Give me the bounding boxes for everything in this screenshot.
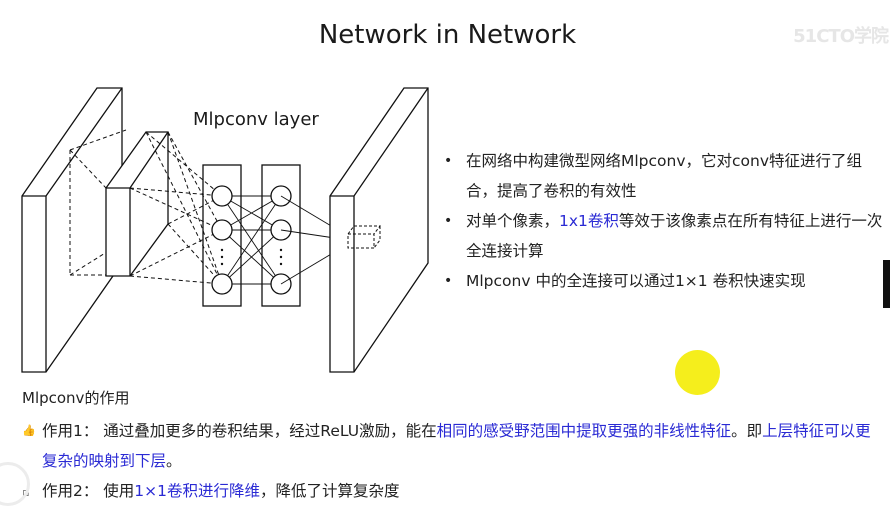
section-title: Mlpconv的作用 [22,389,130,407]
scroll-indicator [883,260,890,308]
bullet-item: • 在网络中构建微型网络Mlpconv，它对conv特征进行了组合，提高了卷积的… [444,146,884,206]
bullet-item: • 对单个像素，1x1卷积等效于该像素点在所有特征上进行一次全连接计算 [444,206,884,266]
bullet-item: • Mlpconv 中的全连接可以通过1×1 卷积快速实现 [444,266,884,296]
list-item: 👍 作用1： 通过叠加更多的卷积结果，经过ReLU激励，能在相同的感受野范围中提… [22,416,882,476]
bullet-dot: • [444,213,453,229]
bullet-text: 在网络中构建微型网络Mlpconv，它对conv特征进行了组合，提高了卷积的有效… [466,152,863,200]
item-highlight: 相同的感受野范围中提取更强的非线性特征 [436,422,732,440]
item-text: 作用1： 通过叠加更多的卷积结果，经过ReLU激励，能在相同的感受野范围中提取更… [22,416,882,476]
watermark-logo: 51CTO学院 [793,26,889,47]
bullet-text: 对单个像素， [466,212,560,230]
item-text-before: 作用1： 通过叠加更多的卷积结果，经过ReLU激励，能在 [42,422,437,440]
bullet-dot: • [444,153,453,169]
list-item: ▫ 作用2： 使用1×1卷积进行降维，降低了计算复杂度 [22,476,882,506]
item-text: 作用2： 使用1×1卷积进行降维，降低了计算复杂度 [22,476,882,506]
item-text-before: 作用2： 使用 [42,482,135,500]
cursor-highlight-icon [675,350,720,395]
item-highlight-2: 上层特征可以更复杂的映射到下层 [42,422,871,470]
thumb-up-icon: 👍 [22,424,36,437]
bullet-highlight: 1x1卷积 [559,212,619,230]
mlpconv-layer-label: Mlpconv layer [193,109,319,130]
bullet-list: • 在网络中构建微型网络Mlpconv，它对conv特征进行了组合，提高了卷积的… [444,146,884,296]
item-highlight: 1×1卷积进行降维 [134,482,261,500]
item-text-after: 。 [166,452,182,470]
bullet-dot: • [444,273,453,289]
item-text-middle: 。即 [731,422,763,440]
bullet-text: Mlpconv 中的全连接可以通过1×1 卷积快速实现 [466,272,806,290]
slide-title: Network in Network [318,20,577,50]
bullet-text: 等效于该像素点在所有特征上进行一次全连接计算 [466,212,883,260]
item-text-after: ，降低了计算复杂度 [260,482,400,500]
